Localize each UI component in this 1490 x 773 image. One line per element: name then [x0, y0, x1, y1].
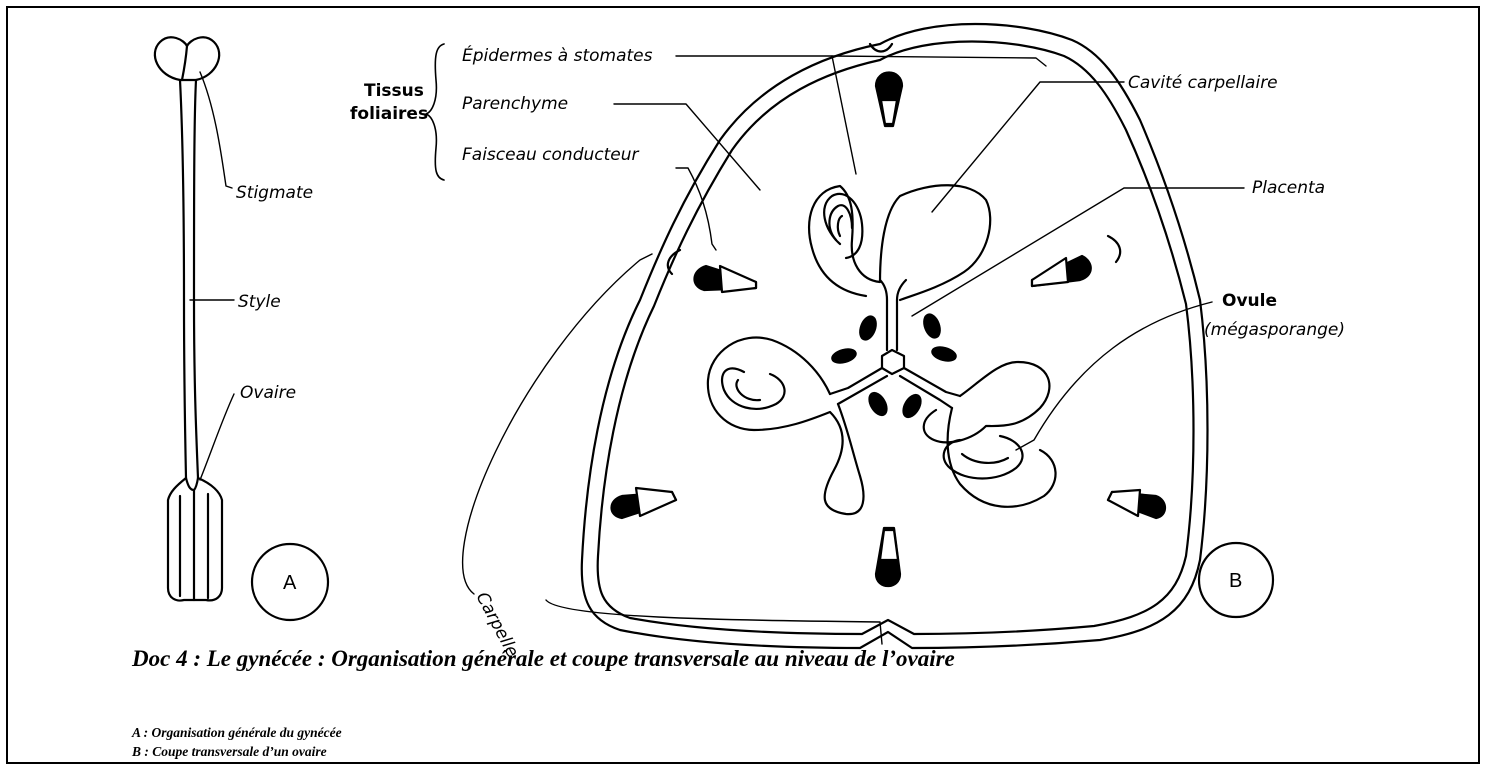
figure-caption: Doc 4 : Le gynécée : Organisation généra… — [132, 646, 955, 671]
ovary-outer-wall — [580, 22, 1209, 650]
stigma-shape — [153, 36, 221, 82]
marker-circle-a — [250, 542, 330, 622]
label-ovule: Ovule — [1222, 291, 1277, 311]
label-ovaire: Ovaire — [240, 383, 296, 403]
label-placenta: Placenta — [1252, 178, 1325, 198]
marker-letter-b: B — [1229, 570, 1242, 592]
figure-frame — [6, 6, 1480, 764]
leader-lines — [462, 55, 1245, 645]
ovary-inner-wall — [596, 40, 1195, 636]
label-cavite: Cavité carpellaire — [1128, 73, 1278, 93]
legend-b: B : Coupe transversale d’un ovaire — [132, 744, 327, 759]
style-shape — [178, 78, 188, 480]
legend-a: A : Organisation générale du gynécée — [132, 725, 342, 740]
marker-letter-a: A — [283, 572, 297, 594]
ovules — [720, 192, 1024, 480]
locule-right — [922, 360, 1057, 508]
locule-left — [706, 336, 865, 516]
vascular-bundles — [610, 71, 1167, 588]
placenta-center — [828, 278, 962, 419]
label-stigmate: Stigmate — [236, 183, 313, 203]
label-foliaires: foliaires — [350, 104, 428, 124]
marker-circle-b — [1197, 541, 1275, 619]
locule-top — [808, 184, 992, 302]
pistil-drawing — [153, 36, 235, 602]
label-epidermes: Épidermes à stomates — [462, 44, 653, 66]
label-megasporange: (mégasporange) — [1204, 320, 1345, 340]
label-parenchyme: Parenchyme — [462, 94, 568, 114]
ovary-section-drawing — [425, 22, 1245, 650]
label-faisceau: Faisceau conducteur — [462, 145, 640, 165]
tissus-brace — [425, 43, 445, 181]
label-tissus: Tissus — [364, 81, 424, 101]
label-style: Style — [238, 292, 281, 312]
